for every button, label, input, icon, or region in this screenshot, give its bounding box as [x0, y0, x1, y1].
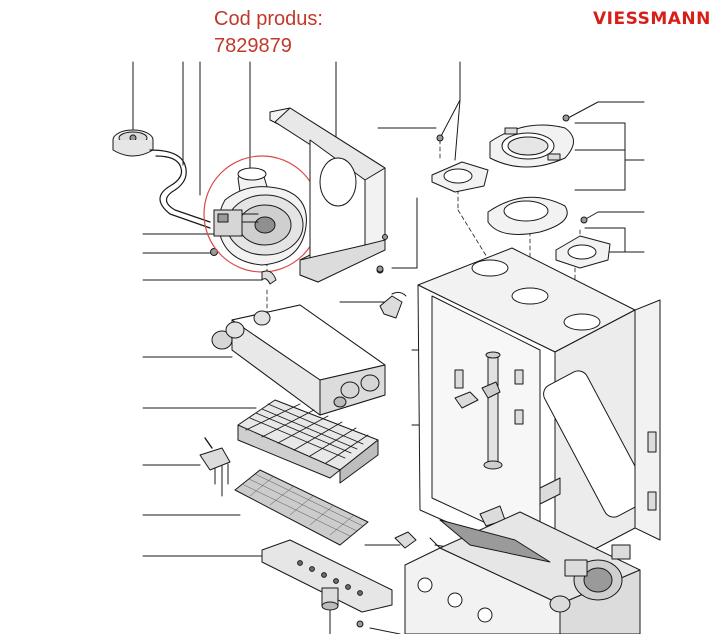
leader-lines-left: [132, 61, 337, 557]
gas-manifold: [261, 539, 393, 628]
top-flange: [489, 124, 574, 168]
boiler-casing: [417, 247, 661, 571]
air-hood: [269, 107, 388, 283]
small-flange-left: [431, 161, 489, 193]
hose-clip: [261, 270, 277, 285]
viessmann-logo: VIESSMANN: [593, 9, 711, 29]
small-flange-right: [555, 235, 611, 269]
product-code-value: 7829879: [214, 35, 292, 57]
sensor-disc: [112, 129, 154, 157]
control-box: [404, 511, 641, 634]
fan-assembly: [210, 167, 307, 266]
product-code-caption: Cod produs: 7829879: [214, 6, 323, 60]
ignition-electrode: [199, 437, 231, 497]
mounting-clips: [379, 291, 417, 549]
gas-hose: [149, 149, 211, 229]
product-code-label: Cod produs:: [214, 8, 323, 30]
burner: [237, 399, 379, 484]
screws: [376, 114, 588, 273]
heat-exchanger: [211, 304, 386, 416]
gasket-ring: [487, 196, 568, 235]
burner-grid: [234, 469, 369, 546]
